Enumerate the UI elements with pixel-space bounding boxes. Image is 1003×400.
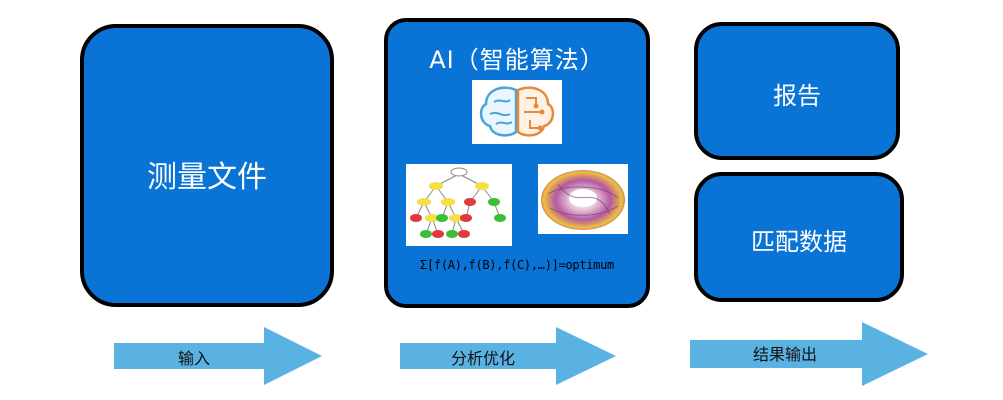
output-arrow-label: 结果输出: [752, 345, 817, 364]
analysis-arrow-label: 分析优化: [450, 349, 515, 368]
match-data-label: 匹配数据: [751, 228, 847, 256]
output-arrow: [690, 322, 928, 386]
optimum-formula: Σ[f(A),f(B),f(C),…)]=optimum: [420, 258, 614, 272]
report-label: 报告: [773, 82, 821, 110]
match-data-box: 匹配数据: [694, 172, 904, 302]
ai-algorithm-box: AI（智能算法）: [384, 18, 650, 308]
report-box: 报告: [694, 22, 900, 160]
analysis-arrow: [400, 327, 616, 385]
brain-icon: [472, 80, 562, 144]
optimization-surface-svg: [541, 170, 625, 230]
input-arrow-label: 输入: [177, 349, 210, 368]
optimization-surface-image: [538, 164, 628, 234]
measurement-file-label: 测量文件: [147, 160, 267, 195]
ai-box-title: AI（智能算法）: [429, 46, 605, 74]
brain-icon-svg: [479, 86, 555, 137]
measurement-file-box: 测量文件: [80, 24, 334, 307]
decision-tree-diagram: [406, 164, 512, 246]
decision-tree-svg: [410, 167, 506, 238]
input-arrow: [114, 327, 322, 385]
